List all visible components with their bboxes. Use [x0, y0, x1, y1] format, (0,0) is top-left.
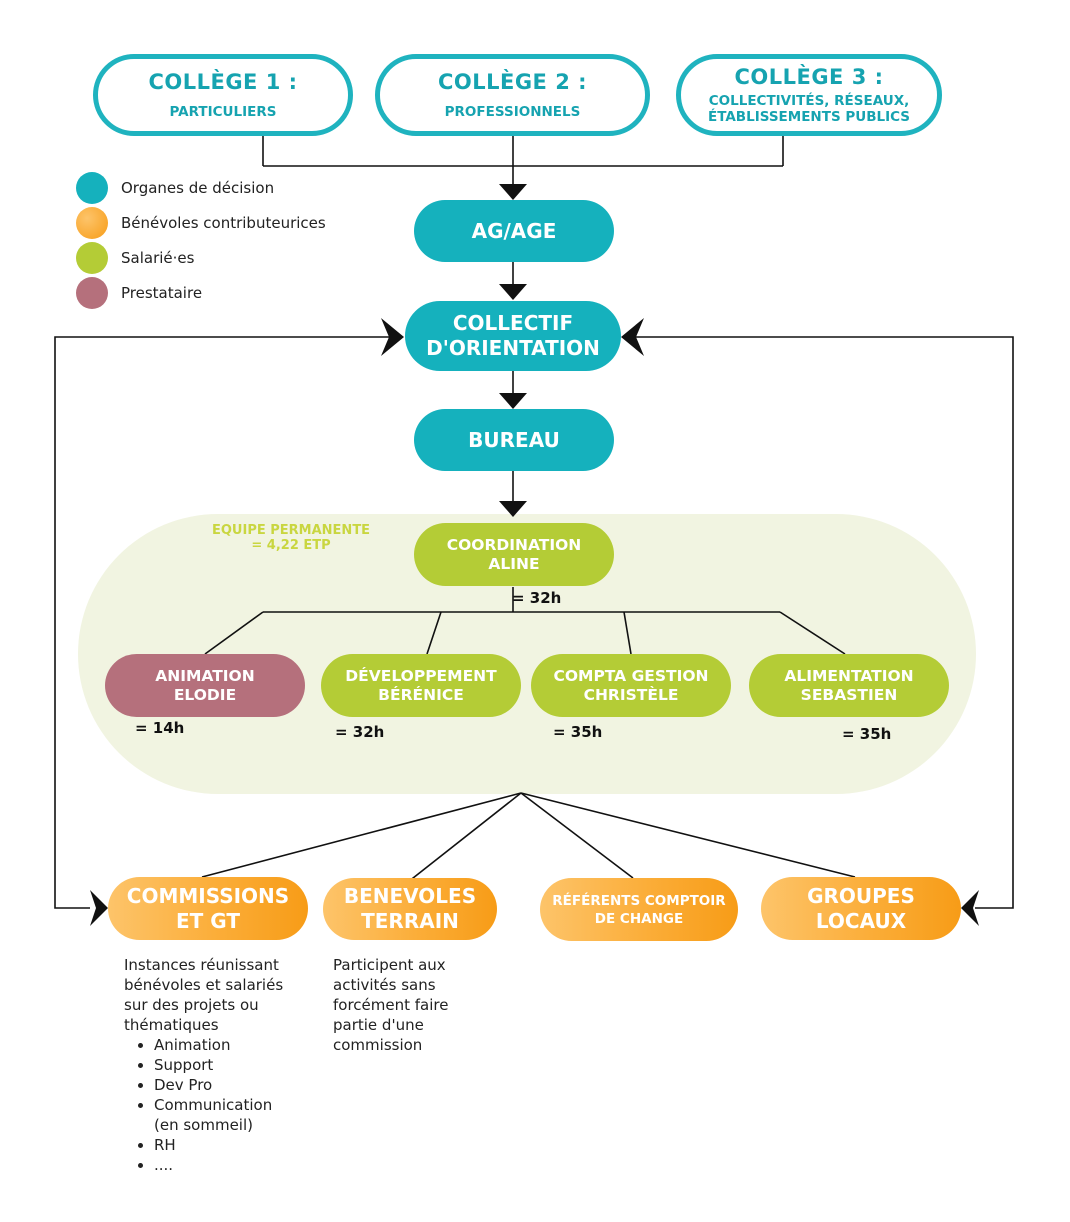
college-3-title: COLLÈGE 3 : — [734, 65, 884, 89]
equipe-background — [78, 514, 976, 794]
college-2-box: COLLÈGE 2 : PROFESSIONNELS — [375, 54, 650, 136]
groupes-line1: GROUPES — [807, 883, 915, 908]
legend-label-salaries: Salarié·es — [121, 249, 195, 267]
equipe-label-line2: = 4,22 ETP — [251, 538, 331, 553]
developpement-line1: DÉVELOPPEMENT — [345, 666, 497, 685]
legend-item-benevoles: Bénévoles contributeurices — [76, 207, 326, 239]
commissions-list-item: .... — [154, 1155, 314, 1175]
ag-age-label: AG/AGE — [471, 218, 557, 243]
collectif-label-line2: D'ORIENTATION — [426, 336, 600, 360]
alimentation-line2: SEBASTIEN — [800, 685, 898, 704]
legend-item-decision: Organes de décision — [76, 172, 274, 204]
legend-label-decision: Organes de décision — [121, 179, 275, 197]
developpement-line2: BÉRÉNICE — [378, 685, 464, 704]
compta-line1: COMPTA GESTION — [553, 666, 709, 685]
commissions-line2: ET GT — [176, 908, 240, 933]
commissions-list-item: Support — [154, 1055, 314, 1075]
equipe-label: EQUIPE PERMANENTE = 4,22 ETP — [212, 523, 370, 553]
benevoles-desc-line: forcément faire — [333, 996, 449, 1014]
commissions-desc-line: bénévoles et salariés — [124, 976, 284, 994]
commissions-list-item: Dev Pro — [154, 1075, 314, 1095]
alimentation-node: ALIMENTATION SEBASTIEN — [749, 654, 949, 717]
college-3-box: COLLÈGE 3 : COLLECTIVITÉS, RÉSEAUX, ÉTAB… — [676, 54, 942, 136]
college-3-subtitle-line1: COLLECTIVITÉS, RÉSEAUX, — [708, 93, 910, 109]
referents-line1: RÉFÉRENTS COMPTOIR — [552, 892, 726, 909]
benevoles-line2: TERRAIN — [361, 909, 459, 933]
college-2-title: COLLÈGE 2 : — [437, 70, 588, 94]
legend-label-prestataire: Prestataire — [121, 284, 203, 302]
commissions-desc-line: thématiques — [124, 1016, 219, 1034]
alimentation-line1: ALIMENTATION — [784, 666, 914, 685]
commissions-list: Animation Support Dev Pro Communication … — [124, 1035, 314, 1175]
arrowheads — [90, 184, 979, 926]
college-connectors — [54, 134, 1014, 909]
commissions-list-item: RH — [154, 1135, 314, 1155]
bureau-node: BUREAU — [414, 409, 614, 471]
college-3-subtitle: COLLECTIVITÉS, RÉSEAUX, ÉTABLISSEMENTS P… — [708, 93, 910, 125]
benevoles-description: Participent aux activités sans forcément… — [333, 955, 483, 1055]
developpement-hours: = 32h — [335, 723, 385, 741]
equipe-label-line1: EQUIPE PERMANENTE — [212, 523, 371, 538]
animation-line1: ANIMATION — [155, 666, 255, 685]
benevoles-desc-line: partie d'une — [333, 1016, 424, 1034]
developpement-node: DÉVELOPPEMENT BÉRÉNICE — [321, 654, 521, 717]
alimentation-hours: = 35h — [842, 725, 892, 743]
commissions-desc-line: Instances réunissant — [124, 956, 279, 974]
animation-hours: = 14h — [135, 719, 185, 737]
coordination-line1: COORDINATION — [446, 535, 582, 554]
college-1-title: COLLÈGE 1 : — [148, 70, 298, 94]
animation-node: ANIMATION ELODIE — [105, 654, 305, 717]
commissions-list-item: Communication — [154, 1095, 314, 1115]
legend-dot-decision — [76, 172, 108, 204]
collectif-label-line1: COLLECTIF — [452, 311, 574, 335]
compta-gestion-node: COMPTA GESTION CHRISTÈLE — [531, 654, 731, 717]
collectif-orientation-node: COLLECTIF D'ORIENTATION — [405, 301, 621, 371]
coordination-line2: ALINE — [488, 554, 540, 573]
commissions-desc-line: sur des projets ou — [124, 996, 259, 1014]
legend-item-salaries: Salarié·es — [76, 242, 194, 274]
benevoles-desc-line: activités sans — [333, 976, 436, 994]
compta-hours: = 35h — [553, 723, 603, 741]
college-2-subtitle: PROFESSIONNELS — [444, 104, 581, 120]
benevoles-desc-line: commission — [333, 1036, 423, 1054]
legend-label-benevoles: Bénévoles contributeurices — [121, 214, 326, 232]
college-1-box: COLLÈGE 1 : PARTICULIERS — [93, 54, 353, 136]
commissions-line1: COMMISSIONS — [126, 883, 290, 908]
compta-line2: CHRISTÈLE — [583, 685, 679, 704]
benevoles-terrain-node: BENEVOLES TERRAIN — [323, 878, 497, 940]
ag-age-node: AG/AGE — [414, 200, 614, 262]
commissions-list-note: (en sommeil) — [154, 1116, 253, 1134]
coordination-node: COORDINATION ALINE — [414, 523, 614, 586]
coordination-hours: = 32h — [512, 589, 562, 607]
legend-dot-salaries — [76, 242, 108, 274]
legend-item-prestataire: Prestataire — [76, 277, 202, 309]
groupes-locaux-node: GROUPES LOCAUX — [761, 877, 961, 940]
referents-comptoir-node: RÉFÉRENTS COMPTOIR DE CHANGE — [540, 878, 738, 941]
referents-line2: DE CHANGE — [594, 910, 684, 927]
animation-line2: ELODIE — [173, 685, 237, 704]
legend-dot-benevoles — [76, 207, 108, 239]
commissions-list-item: Animation — [154, 1035, 314, 1055]
college-1-subtitle: PARTICULIERS — [169, 104, 277, 120]
benevoles-desc-line: Participent aux — [333, 956, 446, 974]
college-3-subtitle-line2: ÉTABLISSEMENTS PUBLICS — [707, 109, 911, 125]
commissions-node: COMMISSIONS ET GT — [108, 877, 308, 940]
legend-dot-prestataire — [76, 277, 108, 309]
commissions-description: Instances réunissant bénévoles et salari… — [124, 955, 314, 1175]
groupes-line2: LOCAUX — [815, 908, 907, 933]
benevoles-line1: BENEVOLES — [343, 884, 477, 908]
bureau-label: BUREAU — [468, 427, 560, 452]
